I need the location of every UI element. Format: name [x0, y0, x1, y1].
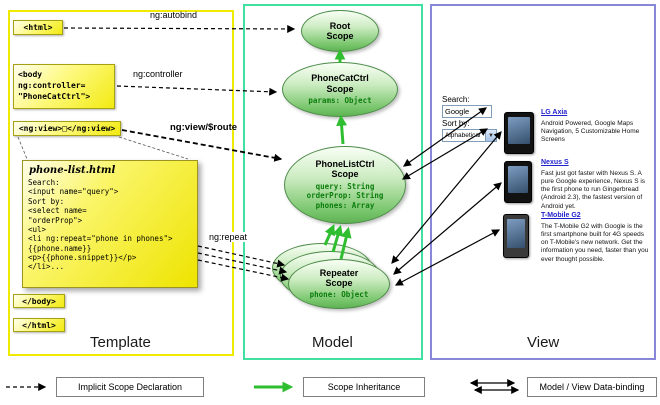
phone-screen [507, 219, 525, 248]
scope-properties: params: Object [308, 95, 372, 105]
ng-controller-label: ng:controller [133, 69, 183, 79]
legend-scope-inheritance: Scope Inheritance [303, 377, 425, 397]
scope-properties: phone: Object [309, 290, 369, 300]
sort-select[interactable]: Alphabetical ▼ [442, 129, 497, 142]
ng-view-tag: <ng:view>□</ng:view> [13, 121, 121, 136]
phone-screen [508, 117, 530, 144]
search-input[interactable] [442, 105, 492, 118]
ng-repeat-label: ng:repeat [207, 232, 250, 242]
legend-implicit-scope-declaration: Implicit Scope Declaration [56, 377, 204, 397]
sort-by-label: Sort by: [442, 119, 470, 128]
phone-image-lg-axia[interactable] [504, 112, 534, 154]
search-label: Search: [442, 95, 470, 104]
phone-image-tmobile-g2[interactable] [503, 214, 529, 258]
legend-model-view-databinding: Model / View Data-binding [527, 377, 657, 397]
phone-link[interactable]: T-Mobile G2 [541, 212, 581, 219]
repeater-scope-ellipse: Repeater Scope phone: Object [288, 259, 390, 309]
scope-title: PhoneListCtrl Scope [315, 159, 375, 180]
view-panel-label: View [527, 334, 560, 351]
sort-select-value: Alphabetical [445, 132, 481, 139]
body-close-tag: </body> [13, 294, 65, 308]
phonelistctrl-scope-ellipse: PhoneListCtrl Scope query: String orderP… [284, 146, 406, 224]
phone-description: The T-Mobile G2 with Google is the first… [541, 223, 649, 263]
phonecatctrl-scope-ellipse: PhoneCatCtrl Scope params: Object [282, 62, 398, 117]
body-open-tag: <body ng:controller= "PhoneCatCtrl"> [13, 64, 115, 109]
html-open-tag: <html> [13, 20, 63, 35]
scope-title: Root Scope [326, 20, 354, 41]
scope-title: Repeater Scope [319, 267, 359, 289]
scope-properties: query: String orderProp: String phones: … [306, 181, 384, 211]
phone-list-template-note: phone-list.html Search: <input name="que… [22, 160, 198, 288]
green-arrow-icon [254, 381, 294, 393]
model-panel-label: Model [312, 334, 353, 351]
template-panel [8, 10, 234, 356]
dashed-arrow-icon [6, 383, 47, 391]
phone-image-nexus-s[interactable] [504, 161, 532, 203]
phone-description: Fast just got faster with Nexus S. A pur… [541, 170, 646, 210]
scope-title: PhoneCatCtrl Scope [311, 73, 369, 94]
note-title: phone-list.html [29, 165, 116, 176]
ng-autobind-label: ng:autobind [150, 10, 198, 20]
ng-view-route-label: ng:view/$route [170, 122, 238, 133]
phone-description: Android Powered, Google Maps Navigation,… [541, 120, 640, 144]
template-panel-label: Template [90, 334, 151, 351]
root-scope-ellipse: Root Scope [301, 10, 379, 52]
phone-screen [508, 166, 528, 193]
double-arrow-icon [469, 379, 520, 394]
note-code: Search: <input name="query"> Sort by: <s… [28, 178, 173, 272]
phone-link[interactable]: LG Axia [541, 109, 568, 116]
html-close-tag: </html> [13, 318, 65, 332]
phone-link[interactable]: Nexus S [541, 159, 569, 166]
chevron-down-icon: ▼ [485, 130, 496, 141]
